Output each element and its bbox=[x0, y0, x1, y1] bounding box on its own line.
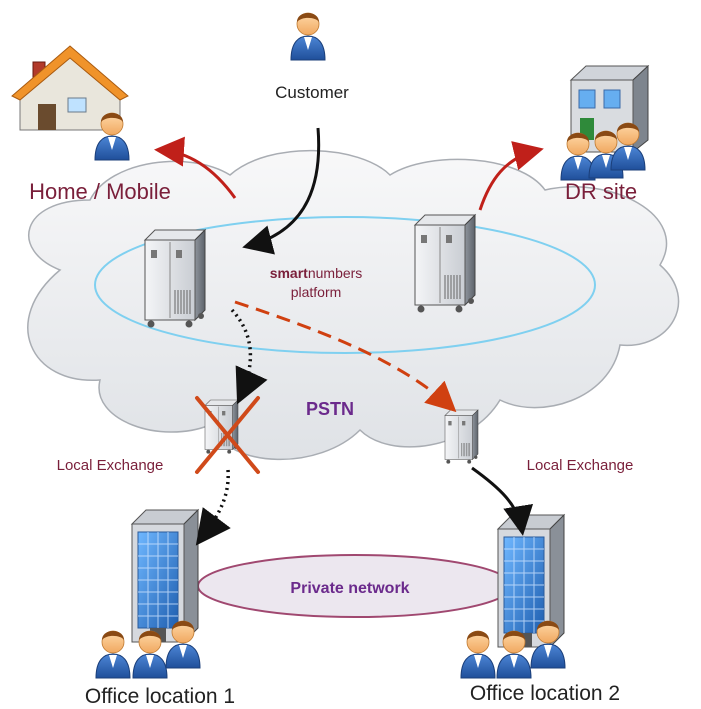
server-icon bbox=[444, 409, 479, 464]
platform-label-rest: numbers bbox=[308, 265, 362, 281]
platform-label-line2: platform bbox=[291, 284, 342, 300]
pstn-label: PSTN bbox=[306, 399, 354, 419]
private-network-label: Private network bbox=[290, 580, 409, 597]
arrow-server-to-dr bbox=[478, 141, 544, 211]
office-2-label: Office location 2 bbox=[470, 682, 620, 705]
customer-label: Customer bbox=[275, 83, 349, 102]
dr-site-label: DR site bbox=[565, 179, 637, 204]
local-exchange-left-label: Local Exchange bbox=[57, 457, 164, 474]
platform-ring bbox=[94, 216, 596, 354]
pstn-cloud bbox=[27, 149, 680, 461]
person-icon bbox=[290, 12, 326, 61]
local-exchange-right-label: Local Exchange bbox=[527, 457, 634, 474]
home-mobile-label: Home / Mobile bbox=[29, 179, 171, 204]
platform-label-line1: smartnumbers bbox=[270, 265, 363, 281]
platform-label-bold: smart bbox=[270, 265, 308, 281]
person-icon bbox=[95, 630, 131, 679]
arrow-platform-to-home bbox=[154, 136, 237, 199]
server-icon bbox=[414, 214, 476, 313]
server-icon bbox=[144, 229, 206, 328]
arrow-left-exchange-to-office1 bbox=[195, 469, 231, 546]
person-icon bbox=[460, 630, 496, 679]
red-cross-icon bbox=[195, 396, 260, 474]
arrow-right-exchange-to-office2 bbox=[471, 466, 534, 536]
arrow-platform-to-right-exchange bbox=[234, 300, 457, 413]
arrow-customer-to-platform bbox=[242, 127, 321, 255]
office-1-label: Office location 1 bbox=[85, 685, 235, 708]
